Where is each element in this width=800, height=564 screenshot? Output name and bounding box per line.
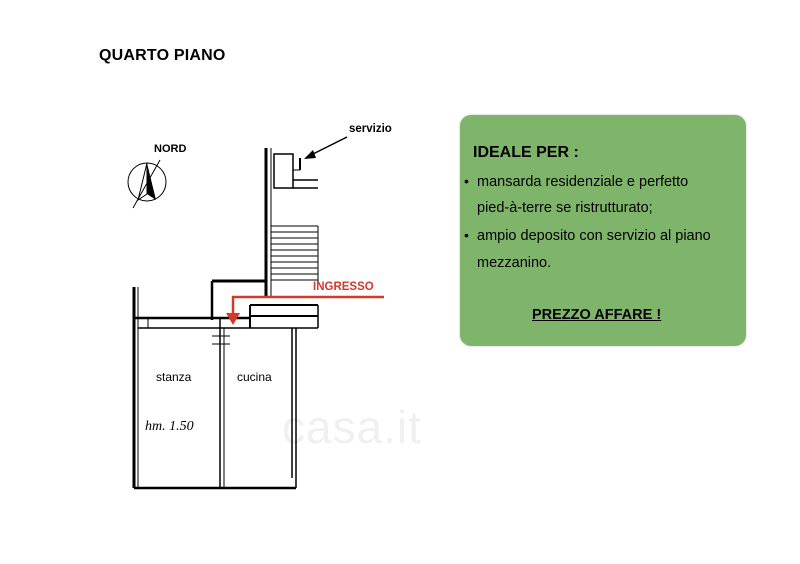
bullet-dot-icon: •: [464, 227, 469, 243]
compass-label: NORD: [154, 143, 186, 155]
info-bullet-2-line-2: mezzanino.: [477, 255, 552, 271]
servizio-arrow-icon: [304, 136, 348, 159]
rooms-outline: [132, 287, 318, 490]
landing-walls: [210, 279, 319, 328]
info-bullet-1-line-1: mansarda residenziale e perfetto: [477, 174, 689, 190]
bullet-dot-icon: •: [464, 173, 469, 189]
watermark: casa.it: [282, 401, 422, 453]
info-heading: IDEALE PER :: [473, 144, 579, 161]
info-bullet-2-line-1: ampio deposito con servizio al piano: [477, 228, 711, 244]
info-box: IDEALE PER : • mansarda residenziale e p…: [460, 115, 746, 346]
cucina-label: cucina: [237, 370, 272, 384]
info-bullet-1-line-2: pied-à-terre se ristrutturato;: [477, 200, 653, 216]
servizio-label: servizio: [349, 123, 392, 135]
stair-core: [264, 148, 318, 298]
compass-icon: [127, 159, 167, 209]
height-note: hm. 1.50: [145, 419, 194, 434]
stair-steps: [271, 225, 319, 282]
ingresso-arrow-icon: [226, 295, 384, 325]
ingresso-label: INGRESSO: [313, 281, 374, 293]
stanza-label: stanza: [156, 370, 192, 384]
price-cta: PREZZO AFFARE !: [532, 307, 662, 323]
floor-title: QUARTO PIANO: [99, 47, 226, 64]
